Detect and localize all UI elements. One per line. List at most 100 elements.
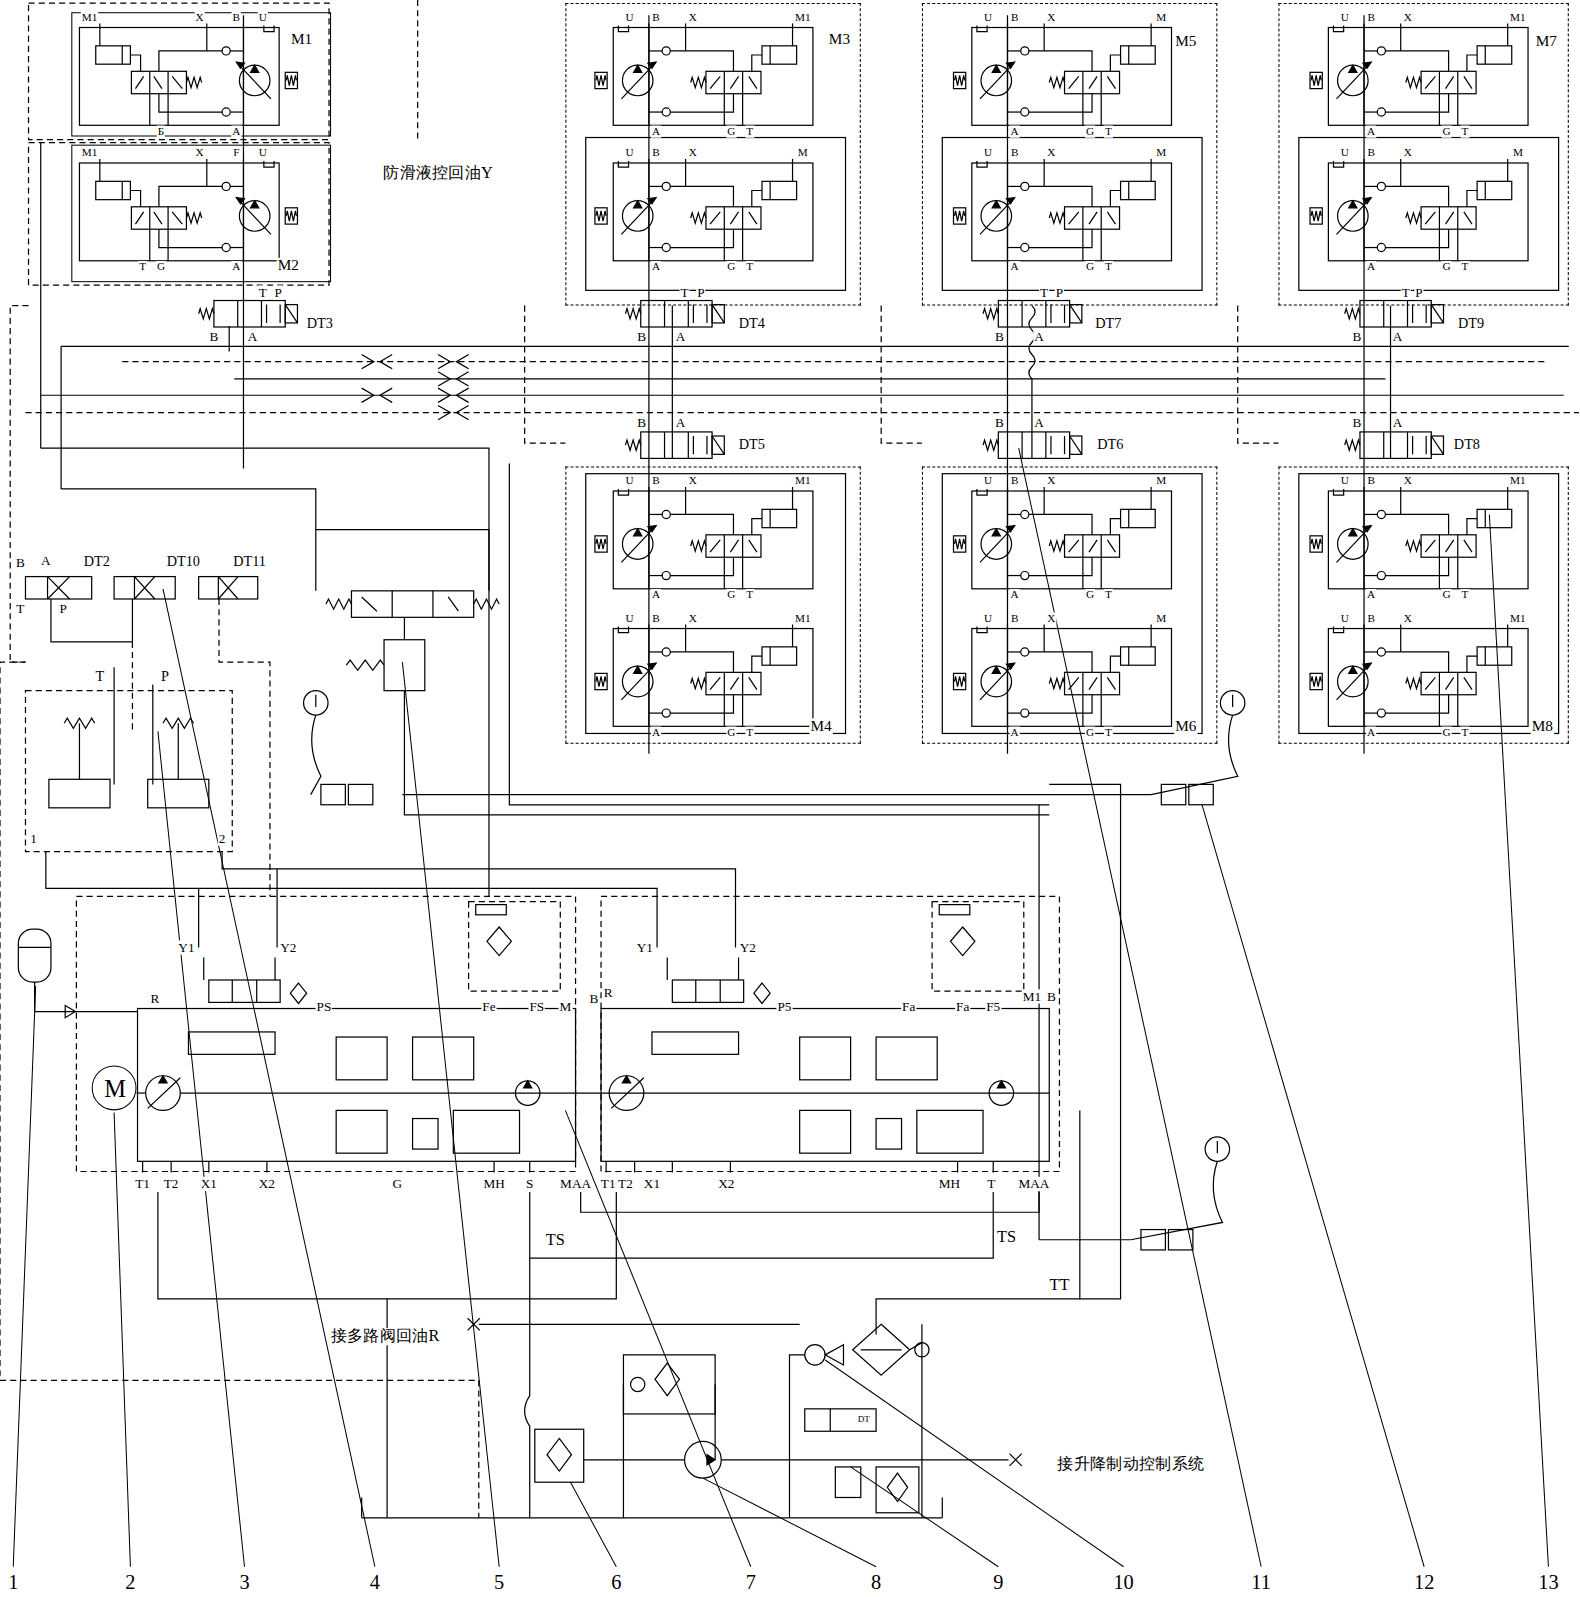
pipe-line — [1457, 94, 1458, 126]
pipe-line — [742, 207, 743, 229]
directional-valve — [706, 207, 761, 229]
component-label: DT10 — [166, 555, 201, 570]
pipe-line — [688, 432, 689, 458]
component-label: MAA — [1018, 1177, 1051, 1191]
pipe-line — [685, 487, 686, 515]
component-label: 接多路阀回油R — [330, 1328, 441, 1345]
flow-triangle — [992, 201, 1000, 208]
port-label: G — [1085, 589, 1095, 601]
port-label: B — [1366, 11, 1376, 23]
component-label: P — [273, 285, 282, 299]
component-label: 接升降制动控制系统 — [1056, 1455, 1205, 1472]
component-label: T — [986, 1177, 996, 1191]
pipe-line — [649, 651, 662, 652]
motor-name: M3 — [828, 32, 851, 48]
callout-number: 3 — [238, 1571, 250, 1592]
valve-arrows — [1069, 212, 1116, 224]
electric-motor: M — [92, 1066, 137, 1111]
component-label: DT4 — [738, 316, 766, 331]
component-label: A — [247, 330, 259, 344]
motor-arrow — [621, 663, 656, 700]
motor-group: M3 — [565, 3, 860, 306]
filter-symbol — [887, 1473, 907, 1502]
pilot-cylinder — [1477, 509, 1512, 527]
pipe-line — [122, 46, 123, 64]
pipe-line — [1101, 94, 1102, 126]
port-label: G — [1441, 261, 1451, 273]
component-label: B — [994, 416, 1005, 430]
port-label: M — [1512, 147, 1524, 159]
callout-number: 4 — [369, 1571, 381, 1592]
pipe-line — [1029, 306, 1035, 459]
valve-arrows — [1051, 436, 1065, 454]
component-label: MAA — [559, 1177, 592, 1191]
pilot-line — [25, 412, 1579, 413]
motor-unit — [954, 159, 1172, 261]
pipe-line — [159, 186, 222, 206]
callout-number: 13 — [1537, 1571, 1559, 1592]
pipe-line — [724, 672, 725, 694]
pipe-line — [712, 305, 724, 323]
pipe-line — [417, 0, 418, 143]
component-label: B — [636, 330, 647, 344]
solenoid-valve — [641, 432, 712, 458]
spring-symbol — [186, 213, 201, 223]
port-label: M1 — [794, 612, 812, 624]
pipe-line — [41, 395, 1564, 396]
port-label: X — [1403, 147, 1413, 159]
pipe-line — [1007, 651, 1020, 652]
pipe-line — [648, 15, 649, 754]
motor-arrow — [236, 62, 271, 99]
relief-valve — [800, 1110, 851, 1153]
component-label: X2 — [258, 1177, 276, 1191]
component-label: T2 — [163, 1177, 180, 1191]
directional-valve — [1421, 672, 1476, 694]
component-label: 防滑液控回油Y — [382, 165, 494, 182]
pipe-line — [724, 535, 725, 557]
pipe-line — [720, 980, 721, 1002]
port-label: G — [1085, 727, 1095, 739]
pipe-line — [752, 190, 762, 206]
motor-housing — [1328, 491, 1528, 589]
pipe-line — [206, 159, 207, 187]
pilot-cylinder — [762, 46, 797, 64]
flow-triangle — [159, 1076, 167, 1083]
pipe-line — [315, 695, 316, 707]
filter-symbol — [950, 927, 974, 956]
tank-symbol — [618, 161, 628, 167]
component-label: X2 — [717, 1177, 735, 1191]
solenoid-coil — [712, 305, 724, 323]
component-label: T — [1039, 285, 1049, 299]
check-valve — [1377, 108, 1385, 116]
port-label: G — [1085, 126, 1095, 138]
pipe-line — [1467, 190, 1477, 206]
pipe-line — [1151, 487, 1152, 509]
component-label: P — [1055, 285, 1064, 299]
flow-triangle — [992, 65, 1000, 72]
spring-symbol — [955, 676, 965, 686]
port-label: F — [232, 147, 240, 159]
pipe-line — [99, 159, 100, 181]
check-valve — [1377, 709, 1385, 717]
pressure-gauge — [1205, 1137, 1229, 1161]
brake-box — [285, 72, 297, 88]
component-label: S — [525, 1177, 534, 1191]
flow-triangle — [251, 201, 259, 208]
tank-symbol — [618, 25, 628, 31]
component-label: A — [675, 416, 687, 430]
control-valve — [188, 1032, 275, 1054]
component-label: Fa — [901, 1000, 916, 1014]
pressure-gauge — [304, 691, 328, 715]
valve-arrows — [710, 677, 757, 689]
pipe-line — [1457, 557, 1458, 589]
component-label: DT5 — [738, 438, 766, 453]
pipe-line — [1385, 652, 1448, 672]
callout-number: 11 — [1250, 1571, 1272, 1592]
pipe-line — [1364, 50, 1377, 51]
spring-symbol — [1406, 213, 1421, 223]
motor-name: M5 — [1174, 34, 1197, 50]
solenoid-coil — [1070, 436, 1082, 454]
directional-valve — [1421, 207, 1476, 229]
pipe-line — [1082, 557, 1083, 589]
pipe-line — [1049, 784, 1120, 1298]
